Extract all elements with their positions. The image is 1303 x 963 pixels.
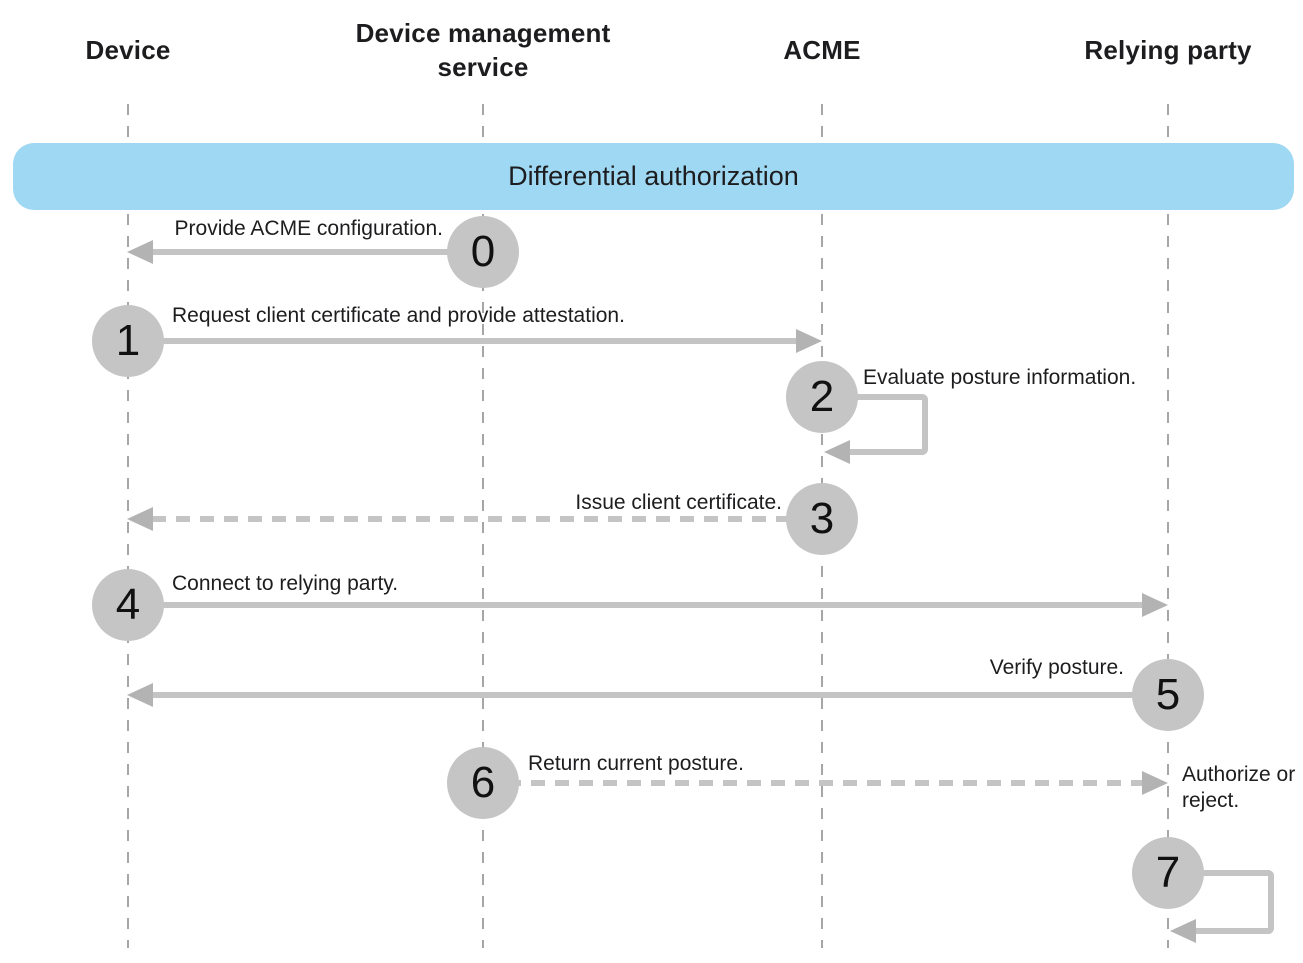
arrowhead-right-icon [796, 329, 822, 353]
step-0-label: Provide ACME configuration. [174, 217, 443, 240]
step-4-arrow [128, 602, 1146, 608]
phase-banner: Differential authorization [13, 143, 1294, 210]
step-number: 5 [1155, 670, 1181, 719]
step-6-label: Return current posture. [528, 752, 744, 775]
actor-label: Device [85, 35, 171, 65]
arrowhead-right-icon [1142, 593, 1168, 617]
arrowhead-left-icon [1170, 919, 1196, 943]
step-2-self-loop [830, 394, 928, 455]
arrowhead-left-icon [127, 683, 153, 707]
step-1-label: Request client certificate and provide a… [172, 304, 625, 327]
step-1-arrow [128, 338, 800, 344]
step-0-circle: 0 [447, 216, 519, 288]
actor-label: Device management service [355, 18, 611, 82]
arrowhead-left-icon [824, 440, 850, 464]
arrowhead-left-icon [127, 240, 153, 264]
step-0-arrow [150, 249, 483, 255]
step-4-label: Connect to relying party. [172, 572, 399, 595]
actor-relying-party: Relying party [1018, 12, 1303, 88]
step-number: 3 [809, 494, 835, 543]
arrowhead-left-icon [127, 507, 153, 531]
step-4-circle: 4 [92, 569, 164, 641]
phase-banner-title: Differential authorization [508, 161, 799, 191]
step-7-label: Authorize or reject. [1182, 763, 1296, 812]
step-2-circle: 2 [786, 361, 858, 433]
step-7-circle: 7 [1132, 837, 1204, 909]
step-number: 0 [470, 227, 496, 276]
step-number: 2 [809, 372, 835, 421]
actor-device-management-service: Device management service [333, 12, 633, 88]
actor-device: Device [0, 12, 278, 88]
step-6-circle: 6 [447, 747, 519, 819]
arrowhead-right-icon [1142, 771, 1168, 795]
step-5-arrow [152, 692, 1168, 698]
step-7-self-loop [1176, 870, 1274, 934]
actor-label: Relying party [1084, 35, 1252, 65]
step-number: 1 [115, 316, 141, 365]
lifeline-relying-party [1167, 104, 1169, 948]
step-number: 4 [115, 580, 141, 629]
step-5-label: Verify posture. [989, 656, 1124, 679]
actor-label: ACME [783, 35, 861, 65]
step-2-label: Evaluate posture information. [863, 366, 1137, 389]
step-3-label: Issue client certificate. [575, 491, 782, 514]
step-5-circle: 5 [1132, 659, 1204, 731]
step-3-circle: 3 [786, 483, 858, 555]
step-number: 7 [1155, 848, 1181, 897]
actor-acme: ACME [672, 12, 972, 88]
step-6-arrow [483, 780, 1143, 786]
lifeline-device-management-service [482, 104, 484, 948]
step-number: 6 [470, 758, 496, 807]
step-1-circle: 1 [92, 305, 164, 377]
step-3-arrow [152, 516, 822, 522]
